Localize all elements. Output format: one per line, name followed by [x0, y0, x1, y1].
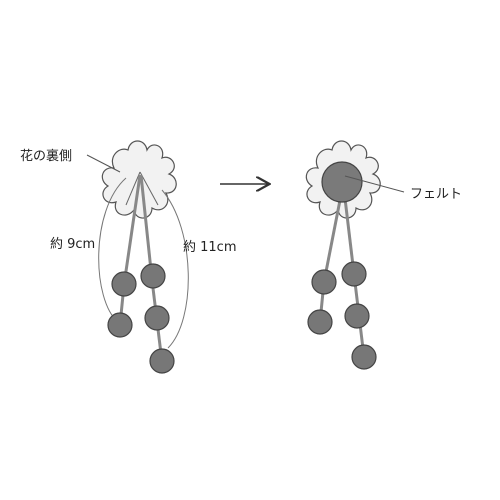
right-ball-2 [307, 309, 333, 335]
left-measure-curve-short [98, 177, 127, 323]
left-ball-1 [111, 271, 137, 297]
right-string-2 [342, 189, 356, 275]
left-measure-curve-long [161, 189, 189, 349]
left-ball-5 [149, 348, 175, 374]
back-leader-line [86, 154, 121, 173]
left-ball-3 [140, 263, 166, 289]
right-ball-4 [344, 303, 370, 329]
felt-circle [321, 161, 363, 203]
right-ball-1 [311, 269, 337, 295]
length-right-label: 約 11cm [183, 240, 237, 255]
felt-label: フェルト [410, 187, 462, 202]
back-of-flower-label: 花の裏側 [20, 148, 72, 164]
right-string-1 [322, 189, 344, 283]
left-string-1 [122, 174, 142, 286]
right-ball-5 [351, 344, 377, 370]
right-balls [307, 261, 377, 370]
left-ball-4 [144, 305, 170, 331]
length-left-label: 約 9cm [50, 237, 95, 252]
right-ball-3 [341, 261, 367, 287]
left-string-2 [139, 174, 154, 281]
left-balls [107, 263, 175, 374]
left-ball-2 [107, 312, 133, 338]
felt-leader-line [344, 175, 405, 193]
